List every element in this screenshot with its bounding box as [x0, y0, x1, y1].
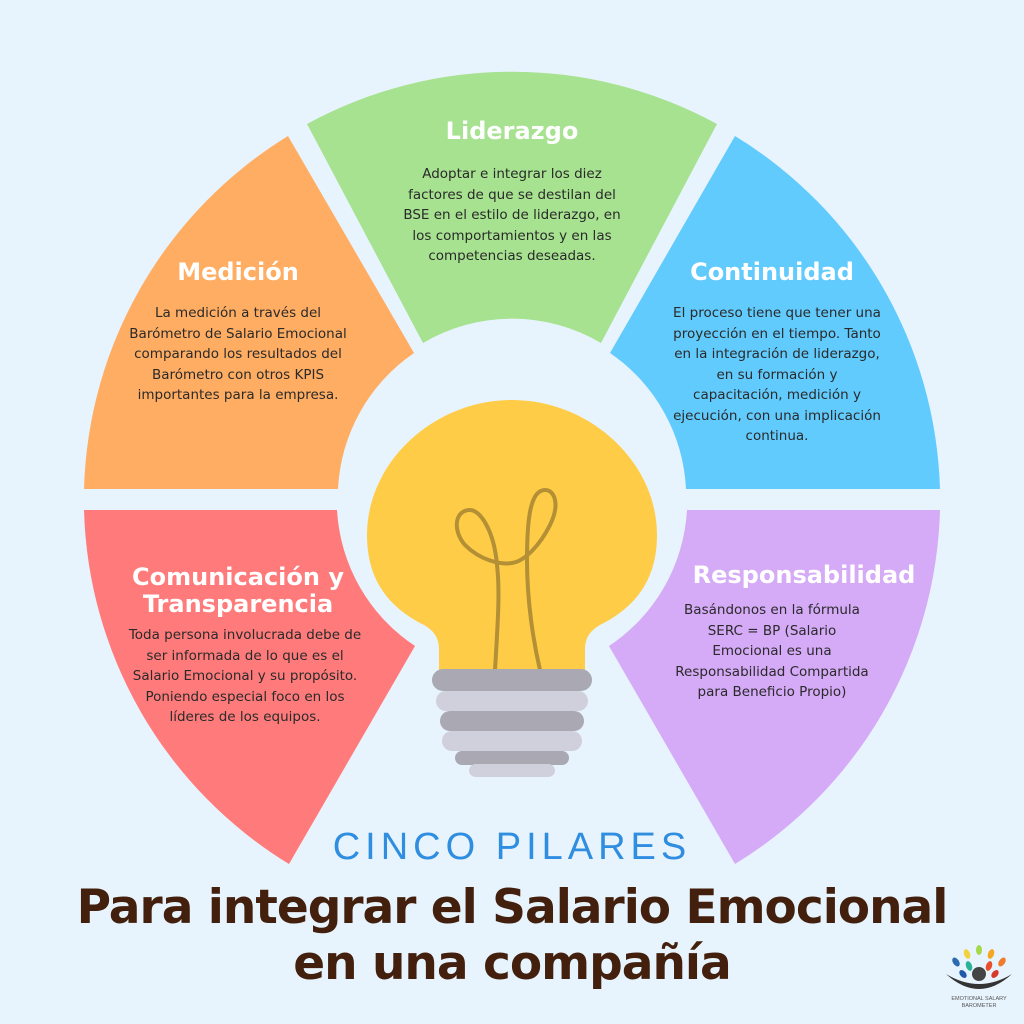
pillar-continuidad-body: El proceso tiene que tener una proyecció… [673, 305, 881, 444]
page-title: Para integrar el Salario Emocional en un… [0, 880, 1024, 992]
pillar-comunicacion-title: Comunicación y Transparencia [132, 563, 344, 618]
pillar-liderazgo-body: Adoptar e integrar los diez factores de … [403, 166, 621, 264]
page-title-line1: Para integrar el Salario Emocional [76, 880, 949, 935]
segment-liderazgo [307, 71, 717, 343]
logo-text: EMOTIONAL SALARY BAROMETER [936, 996, 1022, 1010]
emotional-salary-barometer-logo-icon [946, 945, 1012, 989]
lightbulb-icon [367, 400, 657, 777]
pillar-medicion-title: Medición [177, 258, 299, 286]
brand-logo: EMOTIONAL SALARY BAROMETER [936, 944, 1022, 1022]
pillar-comunicacion-body: Toda persona involucrada debe de ser inf… [128, 627, 362, 725]
pillar-liderazgo-title: Liderazgo [445, 117, 579, 145]
pillar-responsabilidad-title: Responsabilidad [692, 561, 916, 589]
pillar-medicion-body: La medición a través del Barómetro de Sa… [129, 305, 347, 403]
segment-responsabilidad [609, 510, 940, 864]
logo-text-line2: BAROMETER [961, 1003, 997, 1009]
logo-text-line1: EMOTIONAL SALARY [951, 996, 1007, 1002]
segment-continuidad [610, 136, 940, 489]
segment-comunicacion [84, 510, 415, 864]
segment-medicion [84, 136, 414, 489]
subtitle: CINCO PILARES [332, 826, 692, 868]
pillar-responsabilidad-body: Basándonos en la fórmula SERC = BP (Sala… [675, 602, 869, 700]
pillar-continuidad-title: Continuidad [690, 258, 854, 286]
page-title-line2: en una compañía [293, 936, 731, 991]
